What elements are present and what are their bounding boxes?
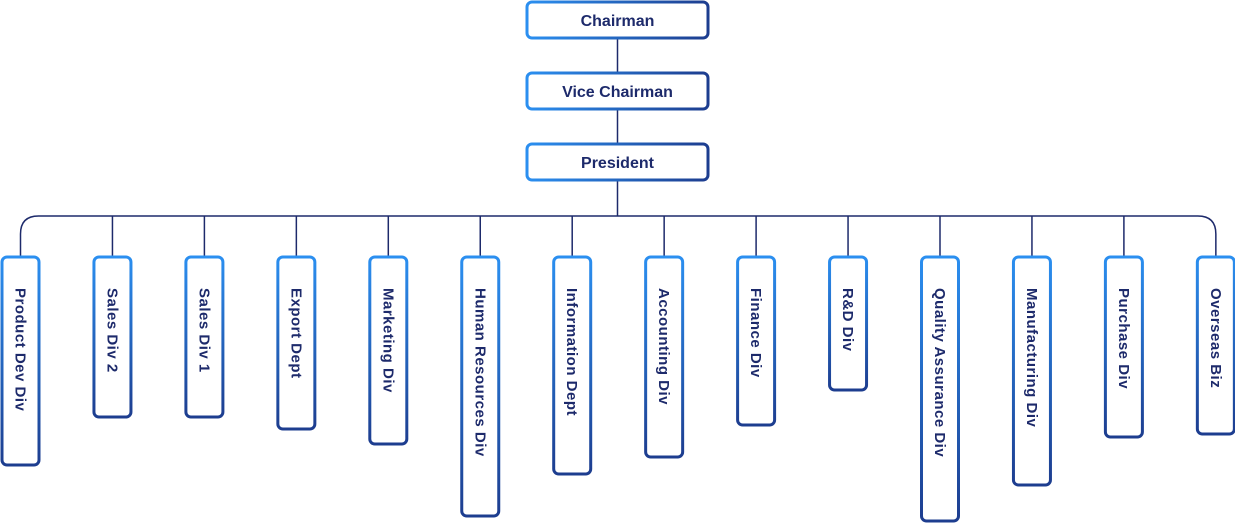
finance-div-box	[736, 255, 777, 427]
purchase-div-box	[1103, 255, 1144, 439]
node-finance-div: Finance Div	[736, 255, 777, 427]
marketing-div-box	[368, 255, 409, 446]
export-dept-box	[276, 255, 317, 431]
node-accounting-div: Accounting Div	[644, 255, 685, 459]
sales-div-2-label: Sales Div 2	[103, 288, 120, 373]
node-marketing-div: Marketing Div	[368, 255, 409, 446]
node-information-dept: Information Dept	[552, 255, 593, 476]
quality-assurance-div-box	[920, 255, 960, 523]
chairman-box	[525, 0, 710, 40]
node-vice-chairman: Vice Chairman	[525, 71, 710, 111]
manufacturing-div-box	[1011, 255, 1052, 487]
node-purchase-div: Purchase Div	[1103, 255, 1144, 439]
node-manufacturing-div: Manufacturing Div	[1011, 255, 1052, 487]
overseas-biz-box	[1195, 255, 1235, 436]
quality-assurance-div-label: Quality Assurance Div	[931, 288, 948, 457]
purchase-div-label: Purchase Div	[1115, 288, 1132, 389]
overseas-biz-label: Overseas Biz	[1207, 288, 1224, 388]
chairman-label: Chairman	[581, 13, 655, 30]
node-overseas-biz: Overseas Biz	[1195, 255, 1235, 436]
rd-div-box	[828, 255, 869, 392]
node-export-dept: Export Dept	[276, 255, 317, 431]
accounting-div-box	[644, 255, 685, 459]
node-president: President	[525, 142, 710, 182]
node-rd-div: R&D Div	[828, 255, 869, 392]
export-dept-label: Export Dept	[287, 288, 304, 379]
finance-div-label: Finance Div	[747, 288, 764, 378]
node-chairman: Chairman	[525, 0, 710, 40]
sales-div-1-label: Sales Div 1	[195, 288, 212, 373]
rd-div-label: R&D Div	[839, 288, 856, 352]
information-dept-box	[552, 255, 593, 476]
sales-div-2-box	[92, 255, 133, 419]
product-dev-div-label: Product Dev Div	[12, 288, 29, 412]
node-human-resources-div: Human Resources Div	[460, 255, 501, 518]
node-sales-div-2: Sales Div 2	[92, 255, 133, 419]
president-label: President	[581, 155, 655, 172]
sales-div-1-box	[184, 255, 225, 419]
node-quality-assurance-div: Quality Assurance Div	[920, 255, 960, 523]
human-resources-div-box	[460, 255, 501, 518]
human-resources-div-label: Human Resources Div	[471, 288, 488, 457]
vice-chairman-box	[525, 71, 710, 111]
connector-bus	[19, 215, 1217, 257]
vice-chairman-label: Vice Chairman	[562, 84, 673, 101]
node-sales-div-1: Sales Div 1	[184, 255, 225, 419]
manufacturing-div-label: Manufacturing Div	[1023, 288, 1040, 427]
accounting-div-label: Accounting Div	[655, 288, 672, 405]
president-box	[525, 142, 710, 182]
department-nodes: Product Dev Div Sales Div 2 Sales Div 1 Exp…	[0, 255, 1235, 523]
marketing-div-label: Marketing Div	[379, 288, 396, 393]
connector-lines	[19, 38, 1217, 257]
product-dev-div-box	[0, 255, 41, 467]
information-dept-label: Information Dept	[563, 288, 580, 416]
node-product-dev-div: Product Dev Div	[0, 255, 41, 467]
